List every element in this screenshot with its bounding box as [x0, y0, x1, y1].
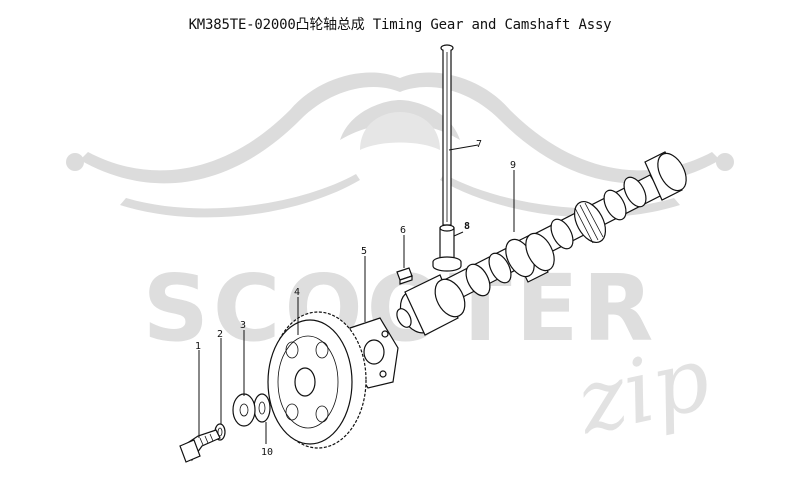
callout-9: 9 — [510, 160, 516, 171]
callout-6: 6 — [400, 225, 406, 236]
spacer-part — [253, 393, 271, 423]
callout-5: 5 — [361, 246, 367, 257]
diagram-title: KM385TE-02000凸轮轴总成 Timing Gear and Camsh… — [188, 17, 612, 33]
washer-part — [232, 393, 256, 427]
callout-7: 7 — [476, 139, 482, 150]
callout-10: 10 — [261, 447, 273, 458]
camshaft-part — [396, 151, 687, 336]
callout-8: 8 — [464, 221, 470, 232]
callout-4: 4 — [294, 287, 300, 298]
watermark-logo-icon — [66, 72, 734, 218]
key-part — [396, 267, 413, 285]
timing-gear-part — [267, 311, 367, 449]
callout-2: 2 — [217, 329, 223, 340]
callouts: 1 2 3 4 5 6 7 8 9 10 — [195, 139, 516, 458]
bolt-part — [179, 429, 221, 463]
callout-1: 1 — [195, 341, 201, 352]
watermark: SCOOTER zip — [66, 72, 734, 454]
callout-3: 3 — [240, 320, 246, 331]
leader-lines — [198, 144, 515, 444]
tappet-part — [432, 224, 462, 272]
push-rod-part — [440, 44, 454, 226]
